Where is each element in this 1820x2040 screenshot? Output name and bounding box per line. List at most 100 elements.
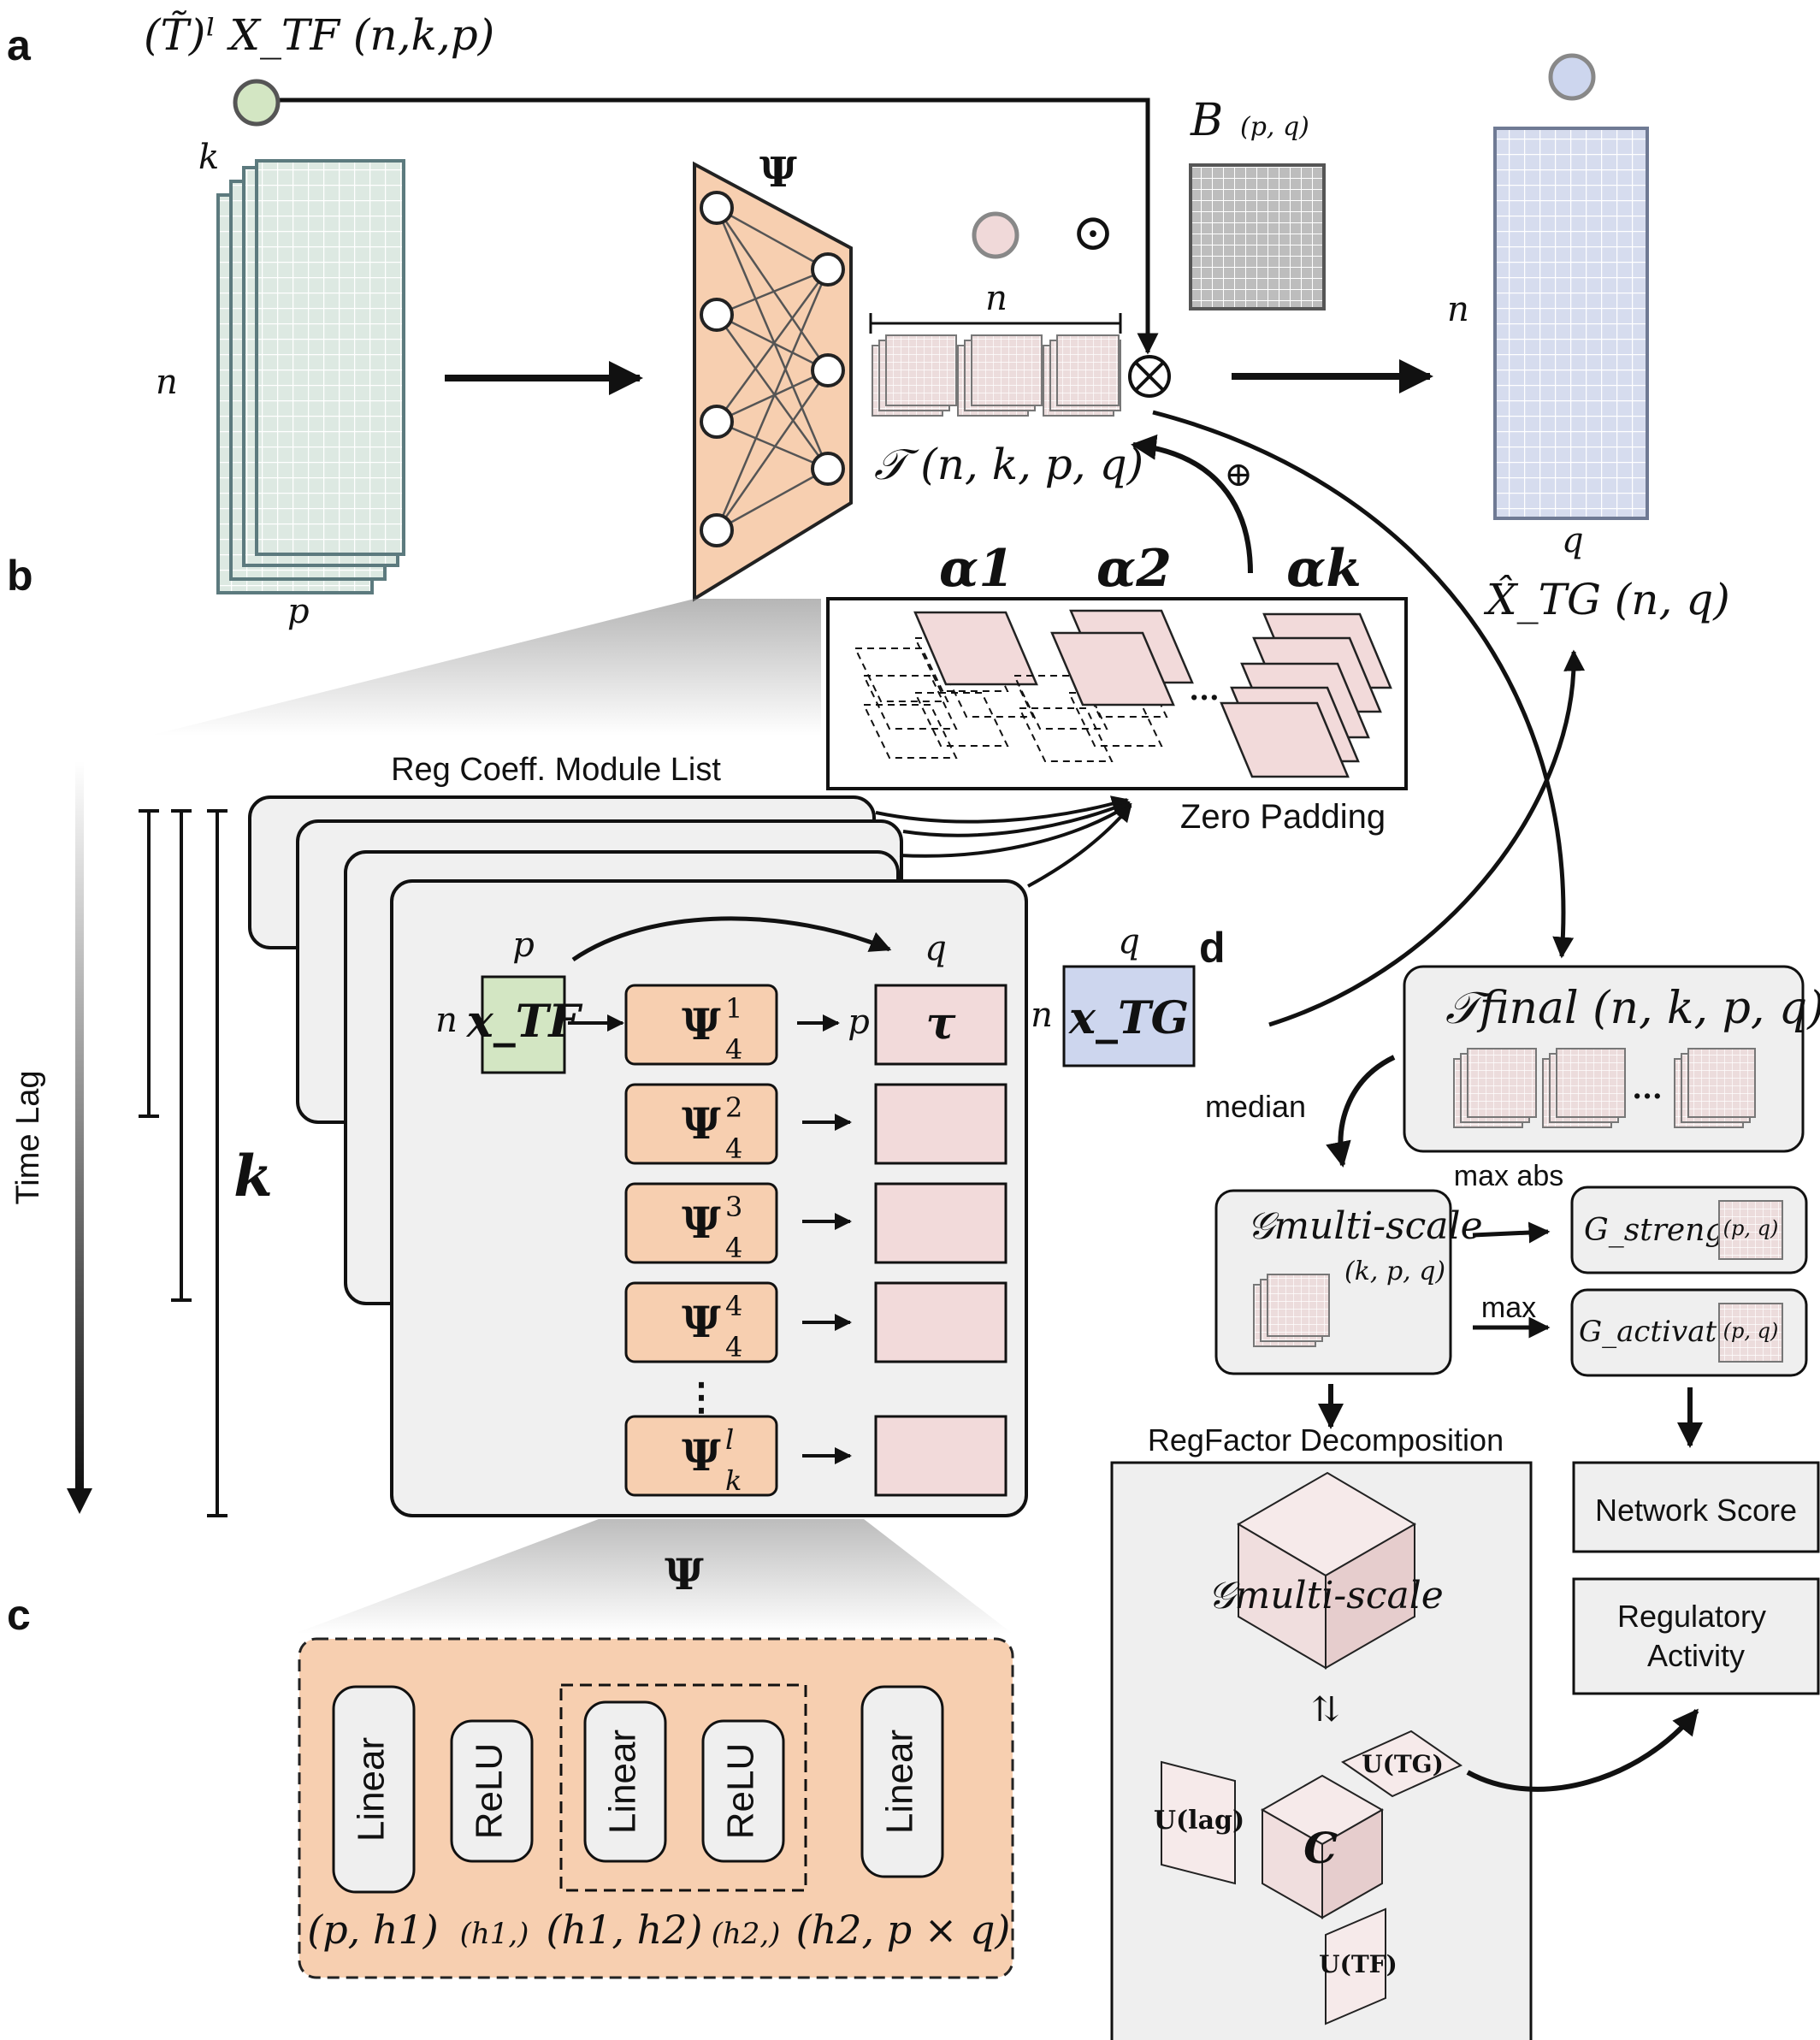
plus-symbol: ⊕ xyxy=(1224,455,1253,494)
u-tf-factor xyxy=(1325,1907,1386,2025)
psi-block-2: Ψ 2 4 xyxy=(624,1083,778,1165)
tau-box-2 xyxy=(874,1083,1008,1165)
alpha-1-label: α1 xyxy=(939,539,1014,599)
max-abs-label: max abs xyxy=(1454,1160,1564,1192)
g-multiscale-cube xyxy=(1237,1471,1416,1670)
input-dim-p: p xyxy=(287,592,310,631)
x-tg-label: x_TG xyxy=(1068,992,1189,1044)
panel-letter-b: b xyxy=(7,552,33,600)
psi-block-1-sub: 4 xyxy=(725,1033,742,1066)
layer-linear-1: Linear xyxy=(332,1685,416,1894)
psi-block-4-label: Ψ xyxy=(682,1297,721,1347)
layer-linear-2: Linear xyxy=(583,1700,667,1863)
output-matrix xyxy=(1493,127,1649,520)
cube-label: 𝒢multi-scale xyxy=(1208,1574,1444,1617)
pink-node xyxy=(972,211,1019,259)
layer-relu-1-label: ReLU xyxy=(469,1743,511,1840)
tau-box-4 xyxy=(874,1281,1008,1363)
psi-block-2-label: Ψ xyxy=(682,1098,721,1149)
output-label: X̂_TG (n, q) xyxy=(1483,574,1730,624)
g-multiscale-label: 𝒢multi-scale xyxy=(1247,1204,1483,1248)
layer-relu-2: ReLU xyxy=(701,1719,785,1863)
swap-symbol: ⇅ xyxy=(1311,1690,1340,1730)
regulatory-activity-label-2: Activity xyxy=(1647,1638,1745,1673)
psi-block-2-sup: 2 xyxy=(725,1091,742,1124)
psi-block-1-sup: 1 xyxy=(725,992,742,1025)
max-abs-arrow xyxy=(1472,1221,1551,1244)
psi-vdots: ⋮ xyxy=(682,1375,720,1419)
alpha-2-label: α2 xyxy=(1096,539,1172,599)
g-activation-dims: (p, q) xyxy=(1723,1319,1779,1343)
output-dim-q: q xyxy=(1562,521,1584,560)
panel-b: Time Lag k Reg Coeff. Module List α1 α2 … xyxy=(10,539,1408,1517)
psi-block-4: Ψ 4 4 xyxy=(624,1281,778,1363)
psi-block-3: Ψ 3 4 xyxy=(624,1182,778,1264)
x-tg-n-label: n xyxy=(1031,996,1053,1035)
alpha-k-label: αk xyxy=(1286,539,1362,599)
u-tg-label: U(TG) xyxy=(1362,1750,1444,1778)
input-dim-k: k xyxy=(198,138,219,177)
k-label: k xyxy=(233,1143,273,1209)
panel-letter-d: d xyxy=(1199,924,1226,972)
psi-block-3-sub: 4 xyxy=(725,1232,742,1264)
network-edges xyxy=(715,206,830,532)
alpha-1-planes xyxy=(854,611,1038,759)
b-matrix xyxy=(1189,163,1326,310)
psi-block-4-sub: 4 xyxy=(725,1331,742,1363)
psi-block-5-sup: l xyxy=(725,1423,734,1456)
t-final-label: 𝒯final (n, k, p, q) xyxy=(1445,983,1820,1034)
blue-node xyxy=(1548,53,1596,101)
zero-padding-label: Zero Padding xyxy=(1180,798,1386,836)
tau-box-5 xyxy=(874,1415,1008,1497)
core-label: C xyxy=(1303,1823,1338,1873)
layer-linear-2-dims: (h1, h2) xyxy=(547,1907,703,1953)
psi-block-5-sub: k xyxy=(725,1464,742,1497)
neural-network-psi xyxy=(693,161,853,602)
psi-block-2-sub: 4 xyxy=(725,1132,742,1165)
x-tg-box xyxy=(1062,965,1196,1067)
panel-d: 𝒯final (n, k, p, q) ... median 𝒢multi-sc… xyxy=(1110,965,1820,2040)
alpha-2-planes xyxy=(1013,609,1194,762)
regulatory-activity-box xyxy=(1572,1577,1820,1695)
psi-block-5: Ψ l k xyxy=(624,1415,778,1497)
xtg-to-output-curve xyxy=(1268,649,1586,1027)
tensor-label: 𝒯 (n, k, p, q) xyxy=(874,440,1143,489)
layer-relu-1-dims: (h1,) xyxy=(460,1917,529,1951)
tensor-dim-n: n xyxy=(985,279,1008,318)
n-label-left: n xyxy=(435,1001,458,1040)
network-psi-label: Ψ xyxy=(759,149,797,197)
panel-a: (T̃)ˡ X_TF (n,k,p) k n p xyxy=(144,9,1730,1027)
alpha-ellipsis: ... xyxy=(1189,673,1220,707)
layer-linear-3-dims: (h2, p × q) xyxy=(796,1907,1011,1953)
repeat-block-outline xyxy=(559,1683,807,1892)
tau-box-1 xyxy=(874,984,1008,1066)
g-strength-matrix xyxy=(1718,1200,1783,1260)
output-dim-n: n xyxy=(1447,290,1469,329)
layer-relu-1: ReLU xyxy=(450,1719,534,1863)
psi-block-1: Ψ 1 4 xyxy=(624,984,778,1066)
tensor-slices xyxy=(872,334,1121,417)
network-nodes xyxy=(700,191,845,547)
panel-c: Ψ Linear ReLU Linear ReLU Linear (p, h1)… xyxy=(294,1519,1014,1979)
zoom-fan-c xyxy=(294,1519,1013,1634)
alpha-k-planes xyxy=(1220,612,1392,778)
x-tf-box xyxy=(481,975,566,1074)
b-matrix-dims: (p, q) xyxy=(1240,112,1309,142)
p-label-top: p xyxy=(512,925,535,965)
input-matrix-front xyxy=(255,159,405,556)
top-connector-arrow xyxy=(257,98,1159,355)
time-lag-label: Time Lag xyxy=(10,1071,46,1205)
layer-linear-1-label: Linear xyxy=(351,1737,393,1842)
panel-letter-c: c xyxy=(7,1591,31,1639)
decomposition-label: RegFactor Decomposition xyxy=(1148,1422,1504,1458)
psi-block-3-label: Ψ xyxy=(682,1197,721,1248)
zoom-fan-b xyxy=(150,599,821,736)
psi-block-4-sup: 4 xyxy=(725,1290,742,1322)
layer-linear-1-dims: (p, h1) xyxy=(307,1907,438,1953)
layer-relu-2-dims: (h2,) xyxy=(712,1917,781,1951)
median-label: median xyxy=(1205,1089,1306,1124)
g-multiscale-dims: (k, p, q) xyxy=(1344,1257,1445,1286)
module-to-padding-arrows xyxy=(875,795,1132,888)
skip-arrow xyxy=(571,916,892,962)
